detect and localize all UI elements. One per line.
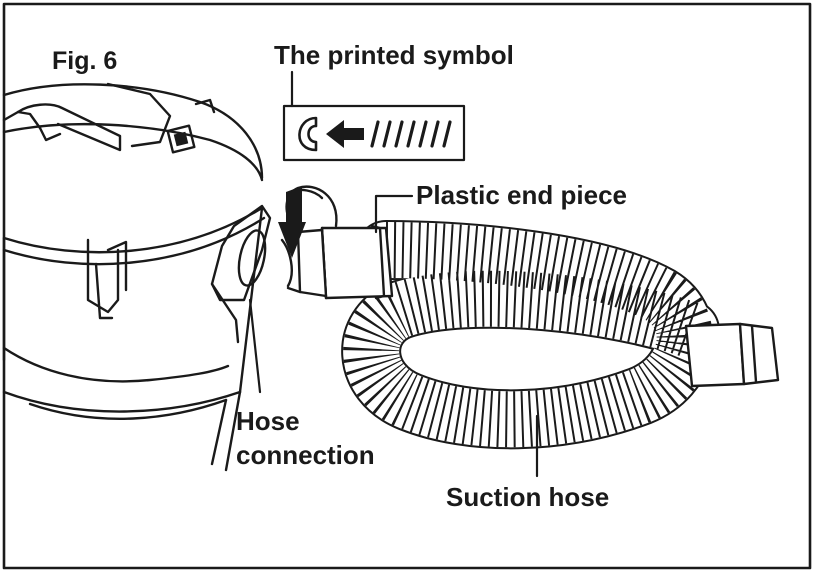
leader-lines [248, 70, 539, 478]
suction-hose-artwork [341, 220, 720, 450]
hose-end-right [684, 322, 780, 388]
leader-hose-connection [248, 298, 262, 394]
figure-label: Fig. 6 [52, 47, 118, 75]
lid-latch [86, 238, 128, 320]
hose-connection-label-line1: Hose [236, 406, 300, 436]
suction-hose-label: Suction hose [446, 482, 610, 512]
leader-plastic-end-piece [374, 194, 414, 234]
curved-rotation-arrow-icon [278, 185, 338, 258]
vacuum-body [2, 82, 272, 472]
power-switch [166, 124, 196, 154]
plastic-end-piece-label: Plastic end piece [416, 180, 627, 210]
printed-symbol-label: The printed symbol [274, 40, 514, 70]
hose-connection-label-line2: connection [236, 440, 375, 470]
c-arrow-symbol-icon [282, 104, 466, 162]
